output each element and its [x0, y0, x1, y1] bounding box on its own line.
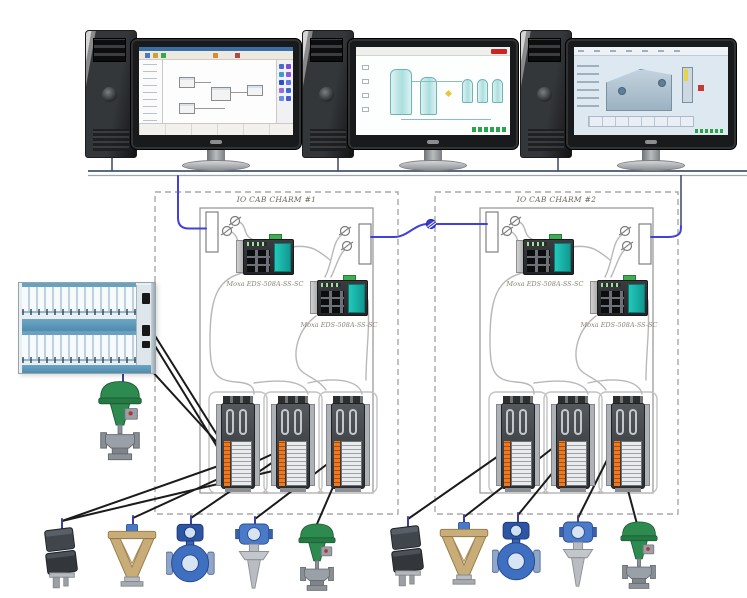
alarm-status-bar: [472, 127, 506, 132]
junction-box-icon: [388, 524, 425, 587]
pc-tower: [85, 30, 137, 158]
pc-tower: [302, 30, 354, 158]
drive-bay: [528, 38, 561, 62]
monitor-stand-base: [617, 160, 685, 171]
equipment-graphic-hmi-screen: [574, 47, 728, 135]
level-transmitter-icon: [235, 523, 273, 589]
magnetic-flow-meter-icon: [166, 523, 215, 583]
function-block-editor-screen: [139, 47, 293, 135]
charm-io-carrier: [216, 396, 260, 492]
charm-terminal-strip: [559, 441, 565, 486]
charm-terminal-strip: [504, 441, 510, 486]
monitor: [130, 38, 302, 150]
legend-bar: [588, 116, 694, 127]
level-transmitter-icon: [559, 521, 597, 587]
deltav-io-rack: [18, 282, 156, 374]
junction-box-icon: [42, 526, 79, 589]
drive-bay: [310, 38, 343, 62]
charm-terminal-strip: [334, 441, 340, 486]
monitor-brand-mark: [645, 140, 657, 144]
moxa-switch-1a: [236, 234, 294, 276]
tower-vent: [93, 129, 129, 151]
monitor: [347, 38, 519, 150]
moxa-switch-label: Moxa EDS-508A-SS-SC: [226, 280, 304, 288]
charm-io-carrier: [606, 396, 650, 492]
charm-io-carrier: [271, 396, 315, 492]
dell-logo: [102, 87, 117, 102]
moxa-switch-1b: [310, 275, 368, 317]
charm-io-carrier: [551, 396, 595, 492]
coriolis-flow-meter-icon: [439, 522, 489, 585]
charm-terminal-strip: [279, 441, 285, 486]
control-valve-icon: [98, 381, 142, 461]
tower-vent: [528, 129, 564, 151]
tank-graphic: [606, 69, 672, 111]
process-overview-hmi-screen: [356, 47, 510, 135]
alarm-status-bar: [695, 129, 725, 133]
dell-logo: [319, 87, 334, 102]
coriolis-flow-meter-icon: [107, 524, 157, 587]
charm-terminal-strip: [614, 441, 620, 486]
control-valve-icon: [298, 523, 336, 591]
monitor-stand-base: [182, 160, 250, 171]
moxa-switch-label: Moxa EDS-508A-SS-SC: [580, 321, 658, 329]
controller-modules: [136, 285, 154, 365]
magnetic-flow-meter-icon: [492, 521, 541, 581]
moxa-switch-2a: [516, 234, 574, 276]
charm-io-carrier: [496, 396, 540, 492]
fiber-coupler-icon: [425, 218, 437, 230]
charm-terminal-strip: [224, 441, 230, 486]
pc-tower: [520, 30, 572, 158]
emerson-logo: [491, 49, 507, 54]
moxa-switch-2b: [590, 275, 648, 317]
monitor-brand-mark: [210, 140, 222, 144]
dell-logo: [537, 87, 552, 102]
monitor: [565, 38, 737, 150]
cabinet-1-label: IO CAB CHARM #1: [236, 195, 317, 204]
network-bus: [88, 157, 747, 228]
monitor-brand-mark: [427, 140, 439, 144]
moxa-switch-label: Moxa EDS-508A-SS-SC: [506, 280, 584, 288]
cabinet-2-label: IO CAB CHARM #2: [516, 195, 597, 204]
monitor-stand-base: [399, 160, 467, 171]
moxa-switch-label: Moxa EDS-508A-SS-SC: [300, 321, 378, 329]
control-valve-icon: [620, 521, 658, 589]
tower-vent: [310, 129, 346, 151]
drive-bay: [93, 38, 126, 62]
cioc-slot-outlines: [208, 391, 658, 494]
charm-io-carrier: [326, 396, 370, 492]
